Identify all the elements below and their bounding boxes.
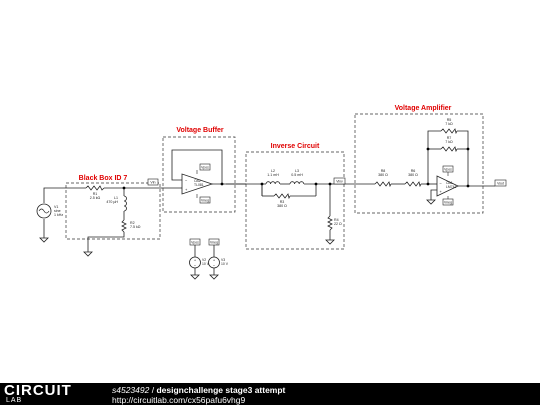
oa1-model: LM741 — [446, 185, 456, 189]
v3-vneg-label: Vneg — [208, 238, 220, 246]
r4-value: 22 Ω — [334, 222, 342, 226]
r6-label: R6 — [411, 169, 416, 173]
svg-text:+: + — [213, 258, 216, 263]
r4-label: R4 — [334, 218, 339, 222]
r3-value: 380 Ω — [277, 204, 287, 208]
svg-text:Vpos: Vpos — [444, 168, 452, 172]
svg-text:Vneg: Vneg — [444, 201, 452, 205]
r1-value: 2.5 kΩ — [90, 196, 101, 200]
svg-text:+: + — [185, 187, 188, 192]
oa2-label: OA2 — [194, 179, 201, 183]
vin-net-label: Vin — [147, 178, 159, 186]
r2-value: 7.5 kΩ — [130, 225, 141, 229]
v2-label: V2 — [202, 258, 206, 262]
v1-type: sine — [54, 209, 61, 213]
inverse-circuit-title: Inverse Circuit — [271, 143, 320, 150]
voltage-buffer-title: Voltage Buffer — [176, 127, 224, 134]
r8-value: 380 Ω — [378, 173, 388, 177]
v3-value: 10 V — [221, 262, 229, 266]
l2-inductor[interactable]: L2 1.1 mH — [265, 169, 281, 185]
circuit-id[interactable]: s4523492 — [112, 385, 150, 395]
l3-value: 0.5 mH — [291, 173, 303, 177]
svg-text:−: − — [194, 263, 197, 268]
r5-label: R5 — [447, 118, 452, 122]
voltage-amplifier-title: Voltage Amplifier — [395, 105, 452, 112]
l1-inductor[interactable]: L1 470 µH — [106, 195, 127, 212]
svg-text:Vinv: Vinv — [336, 180, 343, 184]
oa1-opamp[interactable]: − + OA1 LM741 — [436, 172, 459, 200]
oa2-vneg-label: Vneg — [199, 196, 211, 204]
black-box-frame — [65, 182, 161, 240]
r3-label: R3 — [280, 200, 285, 204]
svg-text:Vpos: Vpos — [191, 241, 199, 245]
circuit-url-link[interactable]: http://circuitlab.com/cx56pafu6vhg9 — [112, 395, 246, 405]
r2-resistor[interactable]: R2 7.5 kΩ — [121, 219, 141, 233]
oa2-model: TL081 — [194, 183, 204, 187]
r6-value: 380 Ω — [408, 173, 418, 177]
schematic-canvas: Black Box ID 7 Voltage Buffer Inverse Ci… — [36, 105, 507, 280]
voltage-amplifier-frame — [354, 113, 484, 214]
v3-label: V3 — [221, 258, 225, 262]
circuit-title: s4523492 / designchallenge stage3 attemp… — [112, 385, 285, 395]
svg-text:+: + — [440, 189, 443, 194]
svg-text:−: − — [440, 181, 443, 186]
circuitlab-logo[interactable]: CIRCUIT — [4, 382, 72, 399]
v3-source[interactable]: + − V3 10 V — [208, 256, 229, 269]
oa2-opamp[interactable]: − + OA2 TL081 — [181, 170, 214, 198]
r6-resistor[interactable]: R6 380 Ω — [404, 169, 422, 188]
v2-value: 10 V — [202, 262, 210, 266]
voltage-buffer-frame — [162, 136, 236, 213]
oa1-label: OA1 — [446, 181, 453, 185]
svg-text:−: − — [213, 263, 216, 268]
oa1-vpos-label: Vpos — [442, 165, 454, 173]
v1-frequency: 1 kHz — [54, 213, 63, 217]
r8-label: R8 — [381, 169, 386, 173]
svg-text:Vneg: Vneg — [210, 241, 218, 245]
v1-source[interactable]: V1 sine 1 kHz — [36, 203, 63, 219]
title-separator: / — [149, 385, 157, 395]
junction-dots — [122, 147, 470, 190]
r8-resistor[interactable]: R8 380 Ω — [374, 169, 392, 188]
r1-label: R1 — [93, 192, 98, 196]
svg-text:+: + — [194, 258, 197, 263]
r3-resistor[interactable]: R3 380 Ω — [273, 193, 291, 208]
footer-bar: CIRCUIT LAB s4523492 / designchallenge s… — [0, 383, 540, 405]
v2-source[interactable]: + − V2 10 V — [189, 256, 210, 269]
oa2-vpos-label: Vpos — [199, 163, 211, 171]
svg-text:Vout: Vout — [497, 182, 504, 186]
vout-net-label: Vout — [494, 179, 507, 187]
v1-label: V1 — [54, 205, 58, 209]
r7-label: R7 — [447, 136, 452, 140]
circuitlab-logo-sub: LAB — [6, 397, 23, 404]
circuit-name[interactable]: designchallenge stage3 attempt — [156, 385, 286, 395]
r4-resistor[interactable]: R4 22 Ω — [327, 215, 342, 231]
svg-text:−: − — [185, 178, 188, 183]
oa1-vneg-label: Vneg — [442, 198, 454, 206]
r1-resistor[interactable]: R1 2.5 kΩ — [85, 185, 105, 200]
r7-resistor[interactable]: R7 7 kΩ — [440, 136, 458, 153]
v2-vpos-label: Vpos — [189, 238, 201, 246]
vinv-net-label: Vinv — [333, 177, 346, 185]
l1-value: 470 µH — [106, 200, 118, 204]
r7-value: 7 kΩ — [445, 140, 453, 144]
r2-label: R2 — [130, 221, 135, 225]
l3-label: L3 — [295, 169, 299, 173]
svg-text:Vneg: Vneg — [201, 199, 209, 203]
l3-inductor[interactable]: L3 0.5 mH — [289, 169, 305, 185]
black-box-title: Black Box ID 7 — [79, 175, 128, 182]
l2-label: L2 — [271, 169, 275, 173]
svg-text:Vpos: Vpos — [201, 166, 209, 170]
inverse-circuit-frame — [245, 151, 345, 250]
svg-text:Vin: Vin — [150, 181, 155, 185]
l1-label: L1 — [114, 196, 118, 200]
ground-icons — [39, 199, 436, 280]
r5-resistor[interactable]: R5 7 kΩ — [440, 118, 458, 135]
r5-value: 7 kΩ — [445, 122, 453, 126]
l2-value: 1.1 mH — [267, 173, 279, 177]
